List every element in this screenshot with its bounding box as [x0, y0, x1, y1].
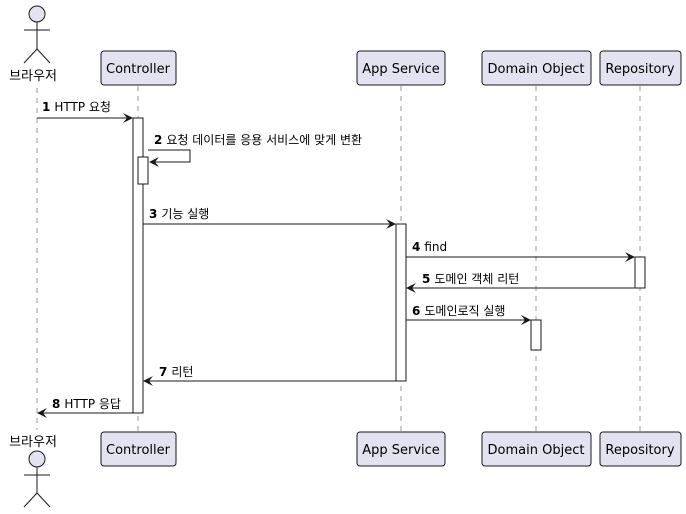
participant-controller-label-bottom: Controller [106, 443, 171, 458]
participant-repository-bottom: Repository [599, 431, 682, 467]
actor-leg-left [23, 48, 38, 64]
actor-leg-right [36, 48, 51, 64]
actor-leg-right-bottom [36, 492, 51, 508]
participant-repository-label-bottom: Repository [605, 443, 674, 458]
activations [132, 117, 646, 414]
message-arrow-2 [148, 149, 191, 167]
participant-domain-top: Domain Object [481, 50, 592, 86]
actor-browser-top [23, 5, 51, 64]
actor-leg-left-bottom [23, 492, 38, 508]
actor-head-icon-bottom [28, 450, 46, 468]
participant-controller-top: Controller [100, 50, 177, 86]
participant-appservice-bottom: App Service [356, 431, 446, 467]
activation-controller [132, 117, 144, 414]
actor-browser-label-bottom: 브라우저 [9, 435, 57, 450]
activation-appservice [395, 223, 407, 382]
participant-controller-bottom: Controller [100, 431, 177, 467]
participant-domain-label-bottom: Domain Object [488, 443, 585, 458]
participant-controller-label-top: Controller [106, 62, 171, 77]
participant-appservice-label-top: App Service [362, 62, 440, 77]
activation-domain [530, 319, 542, 351]
participant-domain-label-top: Domain Object [488, 62, 585, 77]
participant-appservice-label-bottom: App Service [362, 443, 440, 458]
messages [37, 113, 635, 418]
actor-browser-bottom [23, 450, 51, 508]
activation-controller-self [137, 156, 149, 185]
actor-browser-label-top: 브라우저 [9, 69, 57, 84]
participant-domain-bottom: Domain Object [481, 431, 592, 467]
participant-repository-top: Repository [599, 50, 682, 86]
participant-appservice-top: App Service [356, 50, 446, 86]
activation-repository [634, 256, 646, 289]
actor-head-icon [28, 5, 46, 23]
participant-repository-label-top: Repository [605, 62, 674, 77]
